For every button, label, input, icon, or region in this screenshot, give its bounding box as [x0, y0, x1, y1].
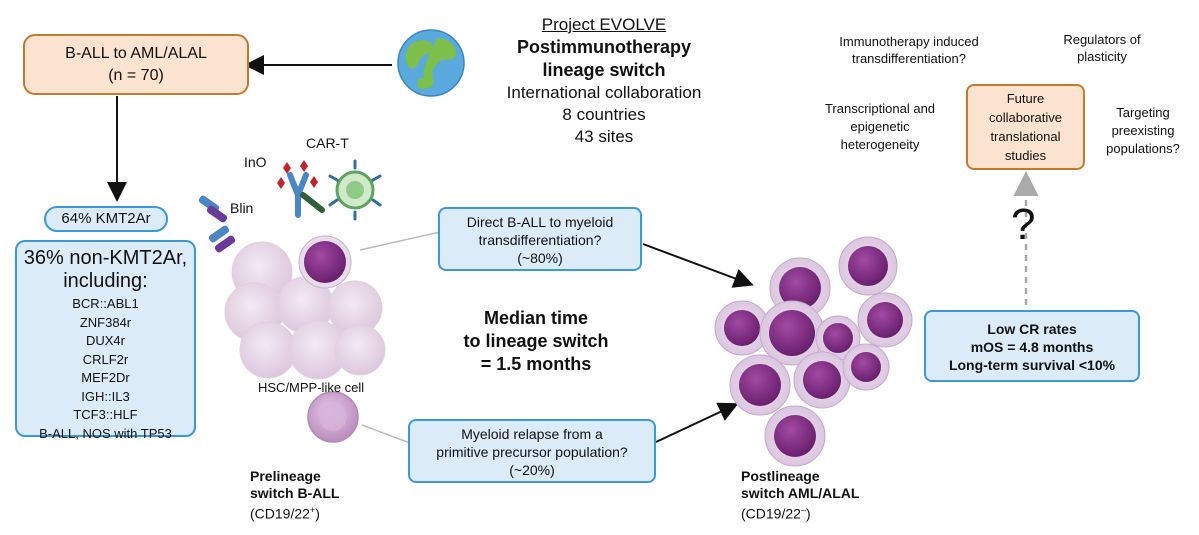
blin-bispecific-icon [198, 195, 236, 253]
myeloid-line-3: (~20%) [509, 462, 555, 478]
immuno-line-1: Immunotherapy induced [839, 34, 979, 49]
postlineage-marker: (CD19/22–) [741, 502, 859, 523]
project-block: Project EVOLVE Postimmunotherapy lineage… [506, 14, 702, 148]
postlineage-blast-cluster [714, 236, 913, 467]
list-item: MEF2Dr [81, 370, 130, 385]
future-immunotherapy: Immunotherapy induced transdifferentiati… [826, 33, 992, 67]
outcomes-line-2: mOS = 4.8 months [970, 339, 1094, 355]
arrow-myeloid-to-post [655, 402, 739, 443]
myeloid-line-1: Myeloid relapse from a [461, 426, 603, 442]
non-kmt2a-title: 36% non-KMT2Ar, [23, 247, 188, 269]
prelineage-line-2: switch B-ALL [250, 485, 340, 501]
project-line-1: International collaboration [506, 83, 702, 102]
prelineage-line-1: Prelineage [250, 468, 321, 484]
project-line-3: 43 sites [574, 127, 634, 146]
pointer-myeloid [361, 424, 411, 444]
question-mark: ? [1011, 200, 1036, 249]
arrow-direct-to-post [642, 243, 754, 288]
outcomes-line-3: Long-term survival <10% [948, 357, 1116, 373]
globe-icon [397, 29, 465, 97]
prelineage-marker-text: (CD19/22 [250, 505, 310, 522]
regulators-line-2: plasticity [1077, 49, 1127, 64]
list-item: DUX4r [85, 333, 125, 348]
list-item: CRLF2r [82, 351, 129, 367]
postlineage-marker-text: (CD19/22 [741, 505, 801, 522]
postlineage-marker-sup: – [800, 505, 806, 515]
median-line-3: = 1.5 months [480, 354, 592, 374]
kmt2a-badge: 64% KMT2Ar [44, 206, 168, 232]
prelineage-cell-cluster [224, 235, 386, 380]
targeting-line-1: Targeting [1116, 105, 1170, 120]
prelineage-marker: (CD19/22+) [250, 502, 339, 523]
hsc-cell [307, 391, 359, 443]
direct-transdifferentiation-box: Direct B-ALL to myeloid transdifferentia… [438, 207, 642, 271]
postlineage-line-2: switch AML/ALAL [741, 485, 860, 501]
future-transcriptional: Transcriptional and epigenetic heterogen… [818, 100, 942, 154]
non-kmt2a-box: 36% non-KMT2Ar, including: BCR::ABL1 ZNF… [15, 240, 196, 441]
future-regulators: Regulators of plasticity [1044, 31, 1160, 65]
project-heading-2: lineage switch [542, 60, 666, 80]
prelineage-marker-sup: + [309, 505, 316, 515]
median-line-2: to lineage switch [463, 331, 609, 351]
future-targeting: Targeting preexisting populations? [1092, 104, 1194, 158]
future-line-3: translational [990, 129, 1061, 144]
subtype-list: BCR::ABL1 ZNF384r DUX4r CRLF2r MEF2Dr IG… [17, 295, 194, 443]
cohort-count: (n = 70) [108, 67, 164, 84]
direct-line-2: transdifferentiation? [478, 232, 602, 248]
direct-line-1: Direct B-ALL to myeloid [466, 214, 614, 230]
immuno-line-2: transdifferentiation? [852, 51, 966, 66]
postlineage-marker-close: ) [805, 505, 811, 522]
myeloid-relapse-box: Myeloid relapse from a primitive precurs… [408, 419, 656, 483]
future-line-2: collaborative [989, 110, 1062, 125]
blin-label: Blin [230, 200, 254, 216]
median-time: Median time to lineage switch = 1.5 mont… [436, 307, 636, 376]
cart-cell-icon [328, 159, 382, 221]
list-item: BCR::ABL1 [72, 296, 139, 311]
list-item: ZNF384r [79, 314, 132, 330]
cohort-label: B-ALL to AML/ALAL [65, 45, 207, 62]
cart-label: CAR-T [306, 135, 349, 151]
postlineage-label: Postlineage switch AML/ALAL (CD19/22–) [741, 468, 859, 523]
transcriptional-line-3: heterogeneity [840, 137, 920, 152]
hsc-label: HSC/MPP-like cell [258, 380, 365, 395]
project-heading-1: Postimmunotherapy [516, 37, 692, 57]
pointer-direct [359, 231, 441, 251]
targeting-line-3: populations? [1106, 141, 1180, 156]
outcomes-box: Low CR rates mOS = 4.8 months Long-term … [924, 310, 1140, 382]
ino-antibody-icon [277, 160, 325, 218]
list-item: B-ALL, NOS with TP53 [39, 425, 172, 441]
targeting-line-2: preexisting [1111, 123, 1175, 138]
future-line-1: Future [1006, 91, 1045, 106]
non-kmt2a-subtitle: including: [63, 270, 148, 292]
prelineage-label: Prelineage switch B-ALL (CD19/22+) [250, 468, 339, 523]
direct-line-3: (~80%) [517, 250, 563, 266]
transcriptional-line-2: epigenetic [850, 119, 910, 134]
kmt2a-label: 64% KMT2Ar [61, 210, 151, 227]
project-line-2: 8 countries [562, 105, 646, 124]
list-item: TCF3::HLF [73, 407, 138, 422]
future-line-4: studies [1004, 148, 1047, 163]
list-item: IGH::IL3 [81, 388, 130, 404]
future-studies-box: Future collaborative translational studi… [966, 84, 1085, 170]
transcriptional-line-1: Transcriptional and [824, 101, 936, 116]
postlineage-line-1: Postlineage [741, 468, 820, 484]
myeloid-line-2: primitive precursor population? [436, 444, 628, 460]
regulators-line-1: Regulators of [1063, 32, 1141, 47]
outcomes-line-1: Low CR rates [987, 321, 1077, 337]
prelineage-marker-close: ) [315, 505, 320, 522]
cohort-box: B-ALL to AML/ALAL (n = 70) [23, 34, 249, 95]
project-title: Project EVOLVE [541, 15, 667, 34]
median-line-1: Median time [483, 308, 589, 328]
ino-label: InO [244, 154, 267, 170]
